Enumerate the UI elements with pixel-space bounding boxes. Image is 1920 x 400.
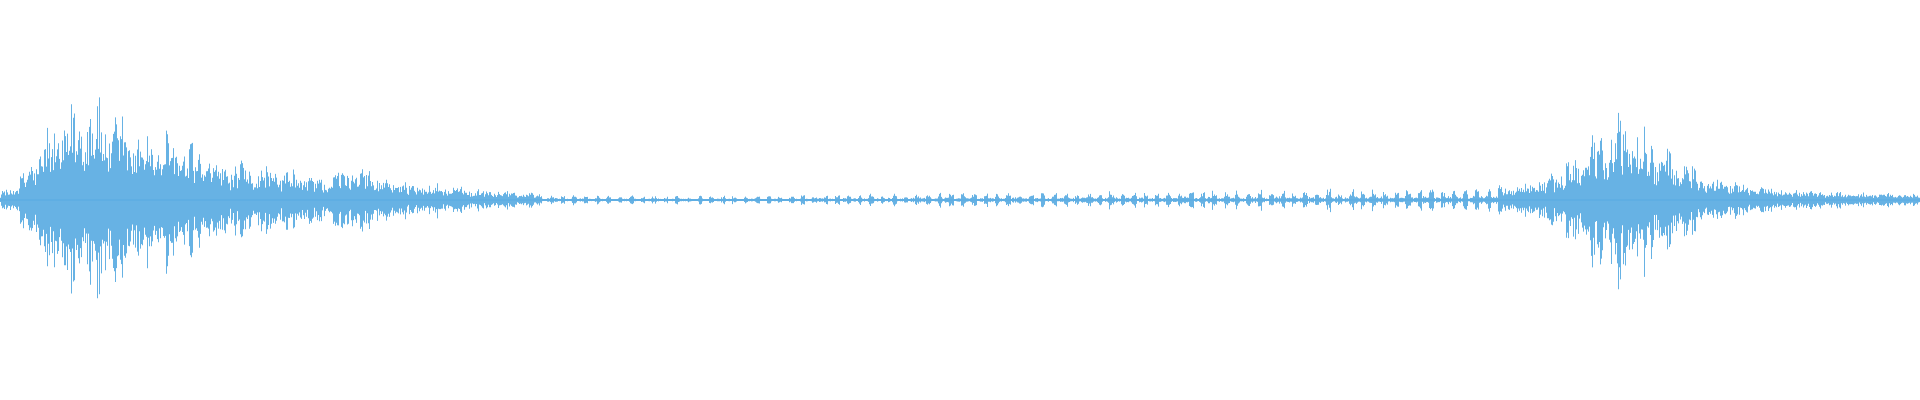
waveform-path xyxy=(0,97,1920,299)
waveform-lines xyxy=(0,97,1920,299)
